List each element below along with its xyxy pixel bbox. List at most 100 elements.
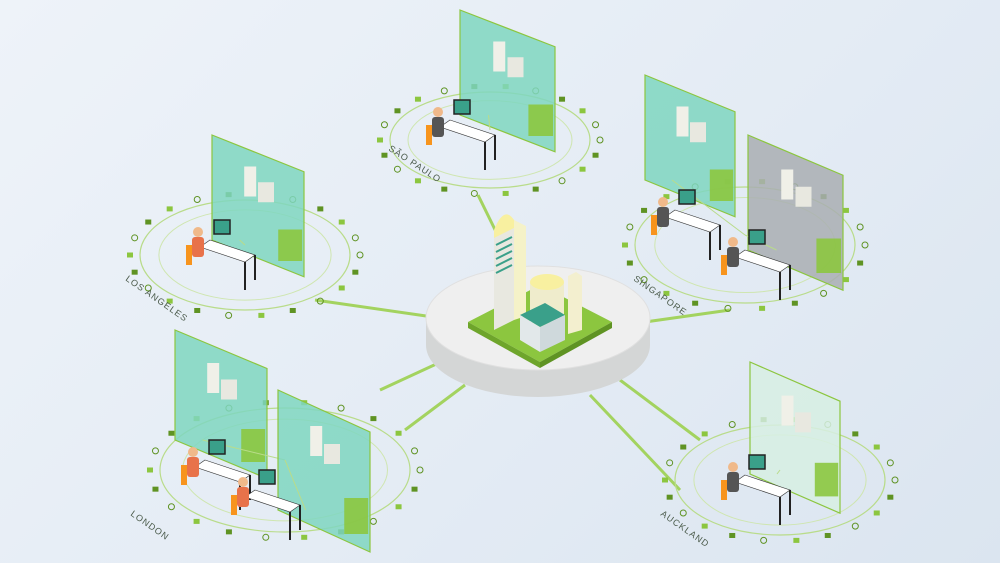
link-london-1 xyxy=(379,358,446,392)
city-label-sao-paulo: SÃO PAULO xyxy=(387,143,443,184)
person-head xyxy=(238,477,248,487)
ring-marker-icon xyxy=(873,510,880,516)
ring-marker-icon xyxy=(728,421,736,429)
ring-marker-icon xyxy=(225,311,233,319)
ring-marker-icon xyxy=(144,284,152,292)
monitor-icon xyxy=(678,189,696,205)
floating-model-panel xyxy=(174,329,286,480)
ring-marker-icon xyxy=(666,494,673,500)
ring-marker-icon xyxy=(592,121,600,129)
building-model-icon xyxy=(781,169,794,200)
person-at-desk xyxy=(651,189,721,260)
monitor-icon xyxy=(748,454,766,470)
building-model-icon xyxy=(310,426,323,456)
ring-marker-icon xyxy=(317,206,324,212)
ring-marker-icon xyxy=(289,307,296,313)
ring-marker-icon xyxy=(414,178,421,184)
outer-ring xyxy=(634,186,856,304)
ring-marker-icon xyxy=(225,529,232,535)
ring-marker-icon xyxy=(663,290,670,296)
ring-marker-icon xyxy=(166,206,173,212)
ring-marker-icon xyxy=(262,533,270,541)
location-london: LONDON xyxy=(129,329,424,553)
monitor-icon xyxy=(748,229,766,245)
ring-marker-icon xyxy=(151,447,159,455)
person-head xyxy=(658,197,668,207)
ring-marker-icon xyxy=(824,532,831,538)
ring-marker-icon xyxy=(596,136,604,144)
ring-marker-icon xyxy=(152,486,159,492)
ring-marker-icon xyxy=(337,404,345,412)
ring-marker-icon xyxy=(791,300,798,306)
ring-marker-icon xyxy=(680,444,687,450)
ring-marker-icon xyxy=(851,522,859,530)
ring-marker-icon xyxy=(147,467,153,473)
building-model-icon xyxy=(244,166,257,197)
chair xyxy=(651,215,657,235)
city-label-london: LONDON xyxy=(129,508,171,542)
ring-marker-icon xyxy=(559,96,566,102)
ring-marker-icon xyxy=(856,223,864,231)
building-model-icon xyxy=(493,41,506,72)
ring-marker-icon xyxy=(194,307,201,313)
chair xyxy=(721,480,727,500)
chair xyxy=(181,465,187,485)
monitor-icon xyxy=(258,469,276,485)
chair xyxy=(426,125,432,145)
person-head xyxy=(433,107,443,117)
ring-marker-icon xyxy=(370,416,377,422)
ring-marker-icon xyxy=(641,207,648,213)
monitor-icon xyxy=(213,219,231,235)
ring-marker-icon xyxy=(701,523,708,529)
ring-marker-icon xyxy=(886,459,894,467)
monitor-icon xyxy=(453,99,471,115)
floating-model-panel xyxy=(211,134,305,278)
ring-marker-icon xyxy=(441,186,448,192)
link-singapore xyxy=(644,308,731,324)
ring-marker-icon xyxy=(416,466,424,474)
building-model-icon xyxy=(781,395,794,426)
ring-marker-icon xyxy=(793,537,800,543)
floating-model-panel xyxy=(459,9,556,153)
ring-marker-icon xyxy=(381,152,388,158)
monitor-icon xyxy=(208,439,226,455)
ring-marker-icon xyxy=(356,251,364,259)
floating-model-panel xyxy=(749,361,841,515)
ring-marker-icon xyxy=(470,189,478,197)
ring-marker-icon xyxy=(729,532,736,538)
thumbnail-icon xyxy=(344,498,369,534)
ring-marker-icon xyxy=(701,431,708,437)
ring-marker-icon xyxy=(351,234,359,242)
person-head xyxy=(193,227,203,237)
thumbnail-icon xyxy=(814,462,839,497)
ring-marker-icon xyxy=(352,269,359,275)
thumbnail-icon xyxy=(816,238,842,273)
ring-marker-icon xyxy=(626,223,634,231)
ring-marker-icon xyxy=(394,108,401,114)
ring-marker-icon xyxy=(579,166,586,172)
ring-marker-icon xyxy=(662,477,668,483)
house-building xyxy=(520,303,565,352)
ring-marker-icon xyxy=(131,234,139,242)
floating-model-panel xyxy=(744,134,844,292)
location-los-angeles: LOS ANGELES xyxy=(124,134,364,324)
link-auckland-2 xyxy=(619,378,701,442)
spire-building xyxy=(568,272,582,334)
ring-marker-icon xyxy=(679,509,687,517)
person-body xyxy=(237,487,249,507)
thumbnail-icon xyxy=(278,229,303,261)
person-at-desk xyxy=(231,469,301,540)
thumbnail-icon xyxy=(709,169,734,201)
ring-marker-icon xyxy=(258,312,265,318)
person-body xyxy=(432,117,444,137)
ring-marker-icon xyxy=(861,241,869,249)
location-singapore: SINGAPORE xyxy=(622,74,869,317)
thumbnail-icon xyxy=(241,429,266,462)
ring-marker-icon xyxy=(724,304,732,312)
ring-marker-icon xyxy=(377,137,383,143)
person-head xyxy=(728,462,738,472)
chair xyxy=(231,495,237,515)
ring-marker-icon xyxy=(887,494,894,500)
city-label-auckland: AUCKLAND xyxy=(659,508,711,549)
ring-marker-icon xyxy=(369,517,377,525)
